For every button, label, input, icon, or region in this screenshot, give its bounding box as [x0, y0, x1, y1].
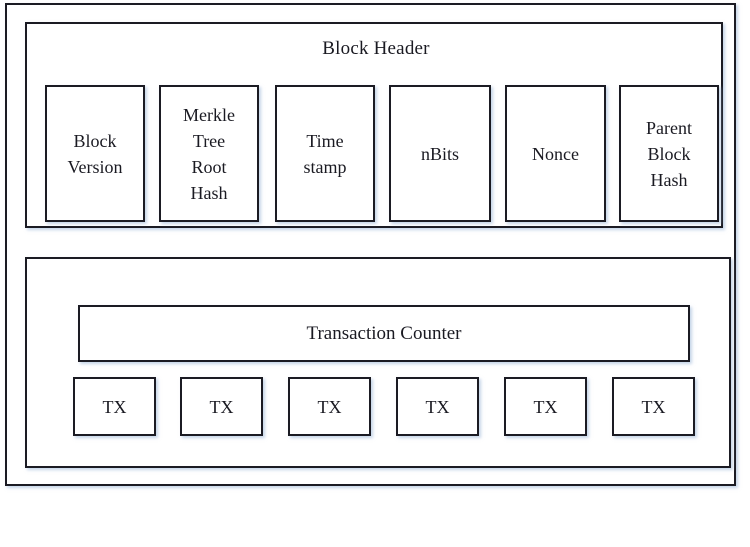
transaction-label: TX — [102, 396, 127, 417]
transaction-box: TX — [288, 377, 371, 436]
transaction-box: TX — [180, 377, 263, 436]
header-field-label: nBits — [420, 143, 459, 164]
transaction-counter-label: Transaction Counter — [306, 322, 462, 344]
transaction-label: TX — [641, 396, 666, 417]
transaction-label: TX — [317, 396, 342, 417]
transaction-label: TX — [425, 396, 450, 417]
block-header-title: Block Header — [322, 38, 430, 59]
transaction-label: TX — [209, 396, 234, 417]
header-field-nonce: Nonce — [505, 85, 606, 222]
transaction-counter-box: Transaction Counter — [78, 305, 690, 362]
transaction-box: TX — [73, 377, 156, 436]
header-field-nbits: nBits — [389, 85, 491, 222]
header-field-label: Nonce — [532, 143, 579, 164]
transaction-box: TX — [396, 377, 479, 436]
transaction-box: TX — [612, 377, 695, 436]
transaction-label: TX — [533, 396, 558, 417]
block-body-section: Transaction Counter TX TX TX TX TX TX — [25, 257, 731, 468]
transaction-box: TX — [504, 377, 587, 436]
